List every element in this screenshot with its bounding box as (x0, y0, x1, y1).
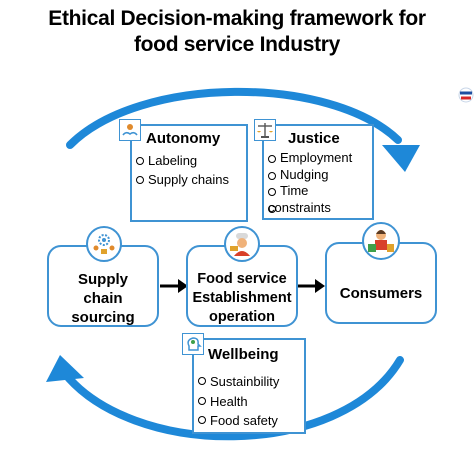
chef-icon (224, 226, 260, 262)
gears-people-icon (86, 226, 122, 262)
autonomy-box: Autonomy Labeling Supply chains (130, 124, 248, 222)
node-label-line: Consumers (339, 285, 423, 302)
list-item: Sustainbility (198, 372, 279, 392)
wellbeing-title: Wellbeing (208, 346, 279, 363)
autonomy-title: Autonomy (146, 130, 221, 147)
supply-chain-label: Supply chain sourcing (49, 270, 157, 327)
list-item: Labeling (136, 152, 229, 171)
list-item: Health (198, 392, 279, 412)
node-label-line: sourcing (71, 309, 135, 326)
node-label-line: operation (208, 309, 276, 325)
list-item: Food safety (198, 411, 279, 431)
page-title: Ethical Decision-making framework for fo… (0, 6, 474, 58)
list-item-continued: constraints (268, 200, 352, 217)
justice-title: Justice (288, 130, 340, 147)
autonomy-list: Labeling Supply chains (136, 152, 229, 189)
node-label-line: Supply (77, 271, 128, 288)
list-item-continuation: constraints (268, 199, 331, 215)
node-label-line: Food service (197, 271, 287, 287)
consumer-icon (362, 222, 400, 260)
node-label-line: Establishment (192, 290, 292, 306)
title-line-2: food service Industry (133, 33, 341, 56)
establishment-label: Food service Establishment operation (188, 270, 296, 327)
list-item: Time (268, 183, 352, 200)
title-line-1: Ethical Decision-making framework for (48, 7, 426, 30)
justice-box: Justice Employment Nudging Time constrai… (262, 124, 374, 220)
consumers-label: Consumers (327, 284, 435, 303)
head-icon (182, 333, 204, 355)
hands-icon (119, 119, 141, 141)
wellbeing-box: Wellbeing Sustainbility Health Food safe… (192, 338, 306, 434)
scales-icon (254, 119, 276, 141)
wellbeing-list: Sustainbility Health Food safety (198, 372, 279, 431)
list-item: Nudging (268, 167, 352, 184)
list-item: Employment (268, 150, 352, 167)
justice-list: Employment Nudging Time constraints (268, 150, 352, 216)
node-label-line: chain (83, 290, 123, 307)
list-item: Supply chains (136, 171, 229, 190)
